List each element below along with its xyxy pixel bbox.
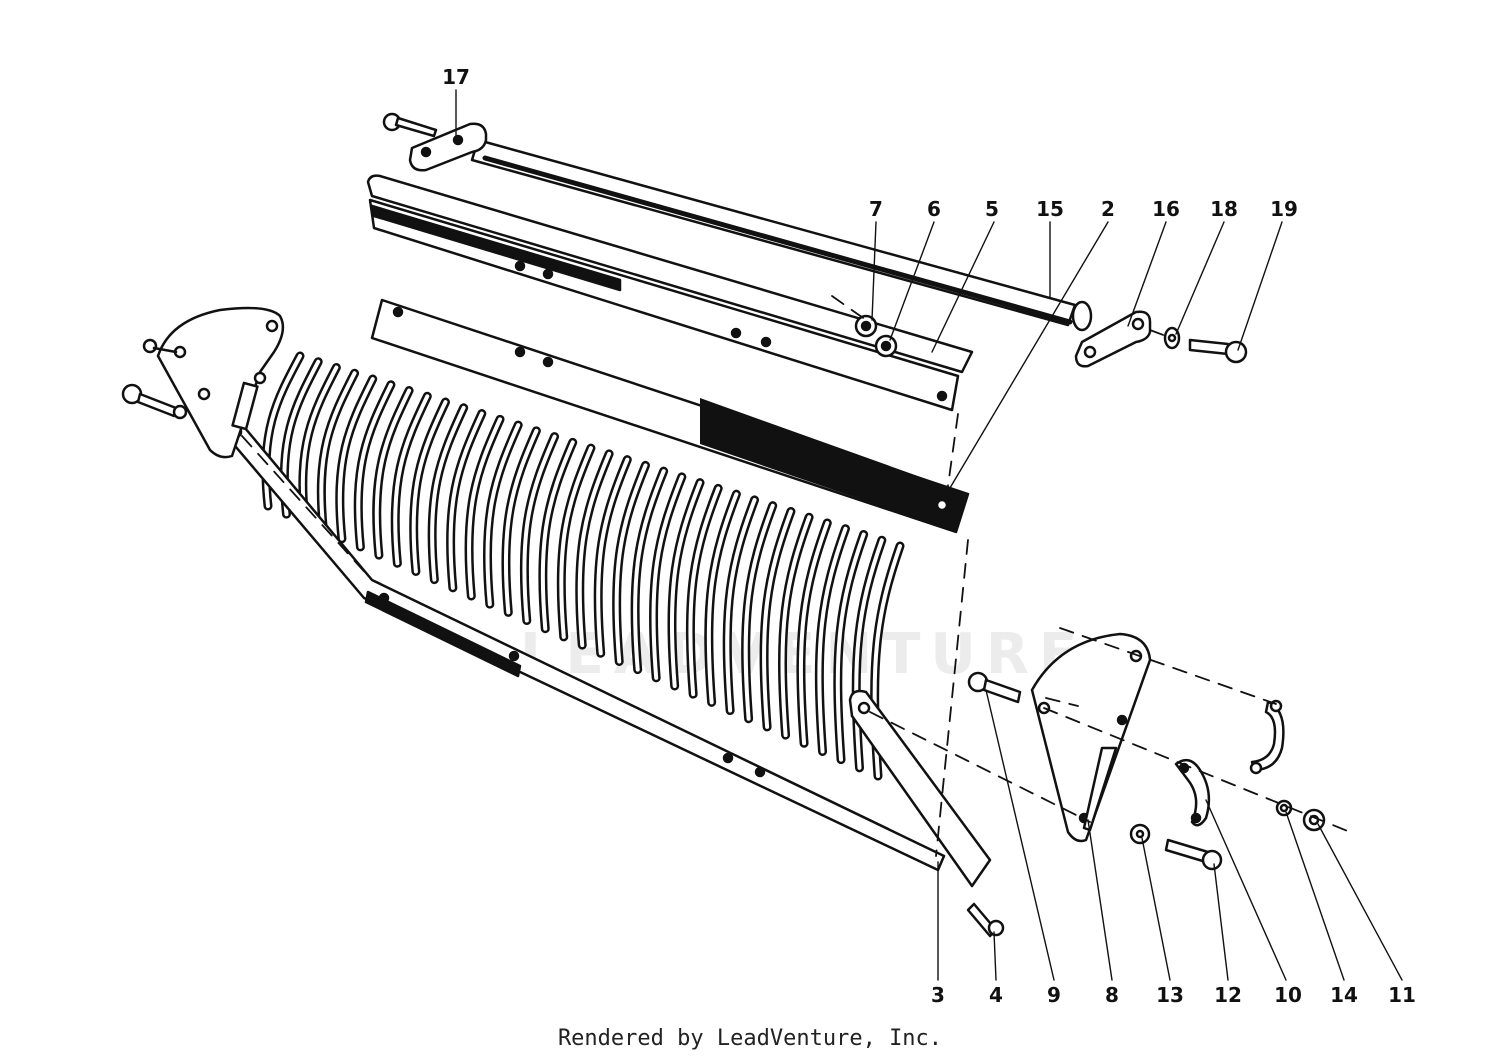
leader-lines	[455, 89, 1403, 981]
tine-highlight	[706, 492, 739, 705]
tine-highlight	[485, 423, 521, 607]
callout-3: 3	[931, 983, 945, 1007]
tine-highlight	[596, 457, 630, 656]
tine-highlight	[669, 480, 702, 688]
lower-right-arm	[848, 689, 992, 888]
tine-highlight	[743, 503, 775, 721]
bolt-4	[966, 902, 1005, 938]
callout-9: 9	[1047, 983, 1061, 1007]
nut-7	[854, 314, 878, 338]
callout-12: 12	[1214, 983, 1242, 1007]
tine-highlight	[854, 538, 884, 770]
callout-10: 10	[1274, 983, 1302, 1007]
footer-credit: Rendered by LeadVenture, Inc.	[557, 1026, 943, 1051]
angle-bar	[366, 174, 974, 412]
left-plate-bolt-upper	[142, 338, 178, 354]
tine-highlight	[798, 520, 830, 746]
tine-highlight	[374, 388, 412, 558]
tine-highlight	[688, 486, 721, 697]
tine-highlight	[614, 463, 648, 664]
callout-5: 5	[985, 197, 999, 221]
callout-7: 7	[869, 197, 883, 221]
tine-highlight	[466, 417, 502, 598]
tine-highlight	[633, 469, 666, 672]
tine-highlight	[651, 474, 684, 680]
tine-highlight	[559, 446, 593, 639]
left-tube-bracket	[408, 122, 488, 172]
tine-highlight	[817, 526, 848, 754]
bolt-17	[382, 112, 438, 138]
bolt-9	[967, 671, 1022, 704]
callout-2: 2	[1101, 197, 1115, 221]
clamp-10	[1174, 758, 1211, 827]
callout-13: 13	[1156, 983, 1184, 1007]
tine-highlight	[540, 440, 575, 631]
bolt-19	[1188, 338, 1248, 364]
washer-13	[1129, 823, 1151, 845]
tine-highlight	[835, 532, 866, 762]
tine-highlight	[577, 451, 612, 648]
tine-highlight	[430, 405, 466, 582]
tine-highlight	[356, 382, 393, 549]
callout-4: 4	[989, 983, 1003, 1007]
clamp-upper	[1249, 699, 1285, 775]
tine-highlight	[725, 497, 757, 713]
upper-tube	[470, 138, 1093, 332]
callout-15: 15	[1036, 197, 1064, 221]
callouts: 17 7 6 5 15 2 16 18 19 3 4 9 8 13 12 10 …	[442, 65, 1416, 1007]
tine-highlight	[522, 434, 557, 623]
tine-highlight	[503, 428, 539, 615]
callout-16: 16	[1152, 197, 1180, 221]
tines	[261, 351, 905, 781]
tine-highlight	[319, 371, 357, 533]
callout-6: 6	[927, 197, 941, 221]
tine-highlight	[337, 377, 375, 541]
callout-19: 19	[1270, 197, 1298, 221]
tine-highlight	[448, 411, 484, 590]
tine-plate	[370, 298, 970, 534]
tine-highlight	[762, 509, 793, 729]
left-side-plate	[156, 306, 285, 459]
callout-8: 8	[1105, 983, 1119, 1007]
callout-18: 18	[1210, 197, 1238, 221]
right-side-plate	[1030, 632, 1152, 843]
callout-11: 11	[1388, 983, 1416, 1007]
tine-highlight	[393, 394, 430, 566]
bolt-12	[1164, 838, 1223, 871]
washer-14	[1275, 799, 1293, 817]
alignment-lines	[241, 295, 1351, 857]
callout-17: 17	[442, 65, 470, 89]
washer-6	[874, 334, 898, 358]
washer-18	[1163, 326, 1181, 350]
callout-14: 14	[1330, 983, 1358, 1007]
left-plate-bolt-lower	[121, 383, 188, 420]
tine-highlight	[780, 515, 812, 738]
right-tube-bracket	[1074, 310, 1152, 368]
tine-highlight	[411, 400, 448, 574]
